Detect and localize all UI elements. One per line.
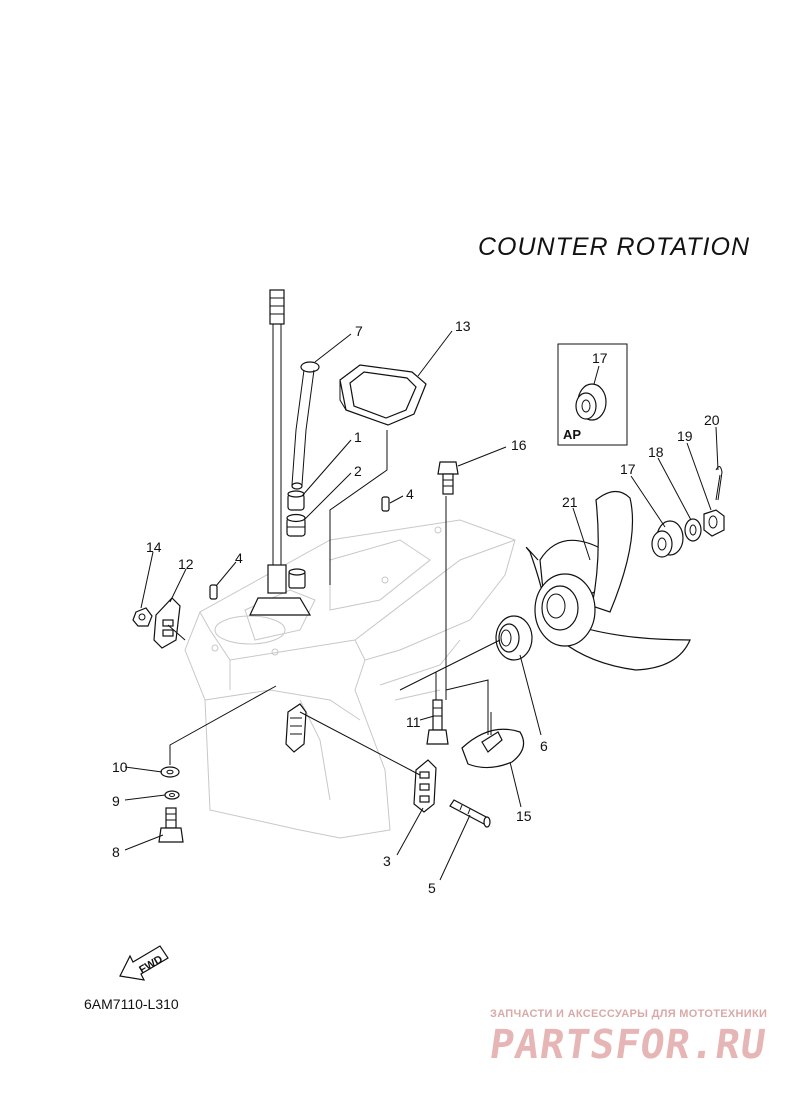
- grommet: [287, 490, 305, 511]
- callout-15: 16: [511, 437, 527, 453]
- anode-14: [461, 712, 525, 769]
- water-pump-joint: [288, 568, 306, 589]
- callout-12: 5: [428, 880, 436, 896]
- callout-9: 13: [455, 318, 471, 334]
- prop-nut-19: [703, 509, 725, 537]
- callout-4b: 4: [406, 486, 414, 502]
- washer-18: [684, 518, 702, 542]
- cotter-pin-20: [715, 466, 723, 501]
- drive-shaft: [249, 289, 312, 616]
- trim-tab-nut: [132, 607, 153, 627]
- callout-19: 19: [677, 428, 693, 444]
- callout-1: 1: [354, 429, 362, 445]
- propeller-21: [525, 490, 691, 671]
- watermark-tagline: ЗАПЧАСТИ И АКСЕССУАРЫ ДЛЯ МОТОТЕХНИКИ: [490, 1008, 768, 1020]
- callout-7: 10: [112, 759, 128, 775]
- callout-21: 21: [562, 494, 578, 510]
- bolt-15: [437, 461, 459, 495]
- dowel-pin: [209, 496, 390, 600]
- fwd-arrow-icon: FWD: [119, 945, 169, 981]
- bolt-5: [158, 807, 184, 843]
- callout-11: 12: [178, 556, 194, 572]
- callout-2: 2: [354, 463, 362, 479]
- gasket: [339, 364, 427, 426]
- callout-20: 20: [704, 412, 720, 428]
- callout-6: 9: [112, 793, 120, 809]
- anode-10: [413, 759, 437, 813]
- callout-14: 15: [516, 808, 532, 824]
- spline-washer-17: [651, 520, 684, 558]
- callout-8: 11: [406, 714, 421, 730]
- leader-lines: [124, 330, 719, 881]
- callout-5: 8: [112, 844, 120, 860]
- callout-18: 18: [648, 444, 664, 460]
- callout-10: 3: [383, 853, 391, 869]
- drawing-code: 6AM7110-L310: [84, 996, 179, 1012]
- screw-12: [449, 799, 491, 828]
- inset-label: AP: [563, 427, 581, 442]
- callout-16: 6: [540, 738, 548, 754]
- callout-17: 17: [620, 461, 636, 477]
- diagram-title: COUNTER ROTATION: [478, 233, 751, 261]
- rubber-seal-11: [153, 597, 181, 649]
- callout-17-inset: 17: [592, 350, 608, 366]
- seal: [286, 513, 306, 537]
- callout-13: 14: [146, 539, 162, 555]
- callout-3: 7: [355, 323, 363, 339]
- lock-washer-6: [164, 790, 180, 800]
- lower-unit-housing: [184, 519, 516, 839]
- watermark-logo: PARTSFOR.RU: [486, 1022, 770, 1068]
- thrust-spacer-16: [495, 615, 533, 661]
- water-tube: [291, 361, 320, 490]
- bolt-8: [426, 699, 449, 745]
- washer-7: [160, 766, 180, 778]
- rear-anode-bracket: [285, 703, 307, 753]
- callout-4a: 4: [235, 550, 243, 566]
- connector-lines: [167, 430, 501, 776]
- callout-numbers: 7 13 1 2 4 4 16 17 20 19 18 17 21 14 12 …: [112, 318, 720, 896]
- ap-inset: AP: [557, 343, 628, 446]
